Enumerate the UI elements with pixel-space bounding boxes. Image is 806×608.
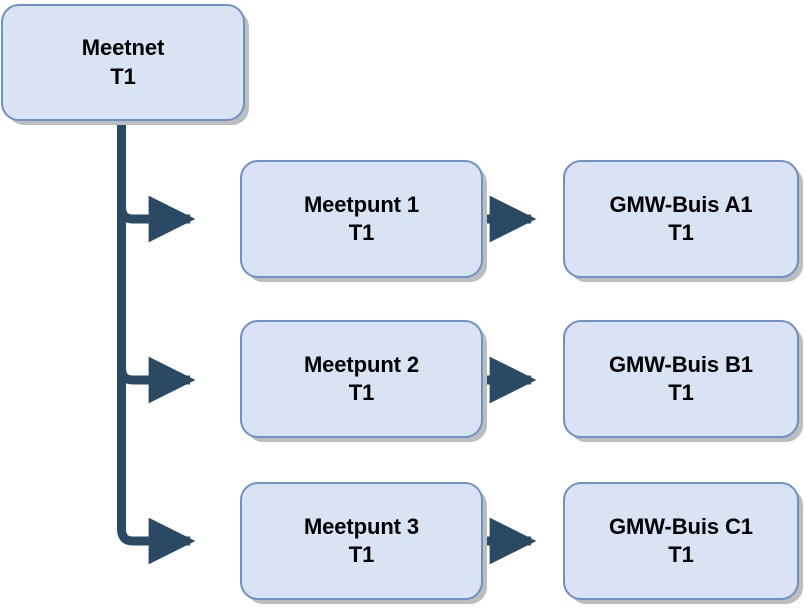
meetpunt-2-node-label-line1: Meetpunt 2 (303, 351, 420, 377)
gmw-buis-b1-node[interactable]: GMW-Buis B1 T1 (563, 320, 799, 438)
gmw-buis-c1-node-label-line1: GMW-Buis C1 (609, 513, 753, 539)
meetpunt-2-node-label-line2: T1 (348, 380, 375, 405)
gmw-buis-a1-node-label-line2: T1 (668, 220, 694, 245)
edge-meetnet-to-meetpunt-2 (117, 356, 196, 404)
gmw-buis-a1-node[interactable]: GMW-Buis A1 T1 (563, 160, 799, 278)
edge-meetnet-trunk (117, 118, 196, 565)
gmw-buis-c1-node-label-line2: T1 (668, 542, 694, 567)
gmw-buis-a1-node-label-line1: GMW-Buis A1 (609, 191, 753, 217)
gmw-buis-b1-node-label-line2: T1 (668, 380, 694, 405)
edge-meetnet-to-meetpunt-1 (117, 195, 196, 243)
gmw-buis-c1-node[interactable]: GMW-Buis C1 T1 (563, 482, 799, 600)
meetnet-node-label-line1: Meetnet (81, 35, 165, 61)
meetnet-node[interactable]: Meetnet T1 (1, 4, 245, 121)
meetpunt-1-node-label-line2: T1 (348, 220, 375, 245)
meetpunt-1-node-label-line1: Meetpunt 1 (303, 191, 420, 217)
meetpunt-3-node-label-line2: T1 (348, 542, 375, 567)
meetpunt-1-node[interactable]: Meetpunt 1 T1 (240, 160, 483, 278)
meetpunt-3-node-label-line1: Meetpunt 3 (303, 513, 420, 539)
meetpunt-3-node[interactable]: Meetpunt 3 T1 (240, 482, 483, 600)
meetpunt-2-node[interactable]: Meetpunt 2 T1 (240, 320, 483, 438)
gmw-buis-b1-node-label-line1: GMW-Buis B1 (609, 351, 753, 377)
meetnet-node-label-line2: T1 (110, 63, 136, 89)
